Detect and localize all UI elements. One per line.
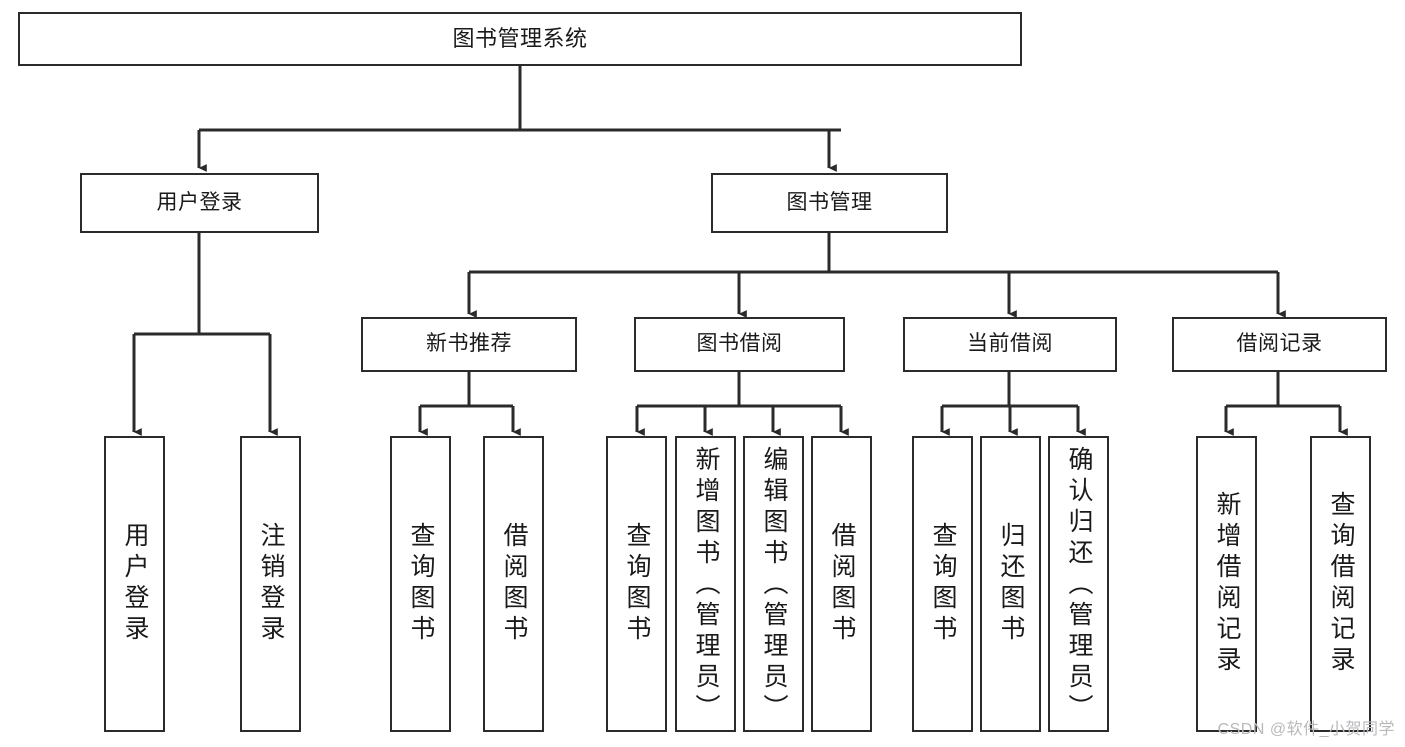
- leaf-query-book-2[interactable]: 查询图书: [606, 436, 667, 732]
- node-label: 查询图书: [929, 522, 957, 646]
- node-book-borrow[interactable]: 图书借阅: [634, 317, 845, 372]
- leaf-edit-book-admin[interactable]: 编辑图书（管理员）: [743, 436, 804, 732]
- csdn-watermark: CSDN @软件_小贺同学: [1217, 721, 1395, 738]
- node-label: 借阅记录: [1236, 332, 1323, 356]
- node-label: 查询借阅记录: [1327, 491, 1355, 677]
- leaf-query-book-1[interactable]: 查询图书: [390, 436, 451, 732]
- leaf-confirm-return-admin[interactable]: 确认归还（管理员）: [1048, 436, 1109, 732]
- node-label: 借阅图书: [828, 522, 856, 646]
- node-label: 查询图书: [623, 522, 651, 646]
- node-label: 用户登录: [121, 522, 149, 646]
- leaf-add-borrow-record[interactable]: 新增借阅记录: [1196, 436, 1257, 732]
- node-label: 图书管理系统: [452, 26, 588, 52]
- leaf-return-book[interactable]: 归还图书: [980, 436, 1041, 732]
- node-label: 编辑图书（管理员）: [760, 446, 788, 725]
- node-label: 用户登录: [156, 190, 243, 214]
- node-label: 当前借阅: [967, 332, 1053, 356]
- node-label: 归还图书: [997, 522, 1025, 646]
- node-label: 新增借阅记录: [1213, 491, 1241, 677]
- leaf-user-logout[interactable]: 注销登录: [240, 436, 301, 732]
- leaf-query-borrow-record[interactable]: 查询借阅记录: [1310, 436, 1371, 732]
- node-label: 借阅图书: [500, 522, 528, 646]
- leaf-borrow-book-1[interactable]: 借阅图书: [483, 436, 544, 732]
- leaf-borrow-book-2[interactable]: 借阅图书: [811, 436, 872, 732]
- node-borrow-record[interactable]: 借阅记录: [1172, 317, 1387, 372]
- node-label: 新书推荐: [426, 332, 512, 356]
- node-label: 确认归还（管理员）: [1065, 446, 1093, 725]
- leaf-add-book-admin[interactable]: 新增图书（管理员）: [675, 436, 736, 732]
- node-label: 新增图书（管理员）: [692, 446, 720, 725]
- node-root-system[interactable]: 图书管理系统: [18, 12, 1022, 66]
- node-current-borrow[interactable]: 当前借阅: [903, 317, 1117, 372]
- node-label: 查询图书: [407, 522, 435, 646]
- leaf-query-book-3[interactable]: 查询图书: [912, 436, 973, 732]
- node-label: 图书借阅: [696, 332, 783, 356]
- leaf-user-login[interactable]: 用户登录: [104, 436, 165, 732]
- node-user-login[interactable]: 用户登录: [80, 173, 319, 233]
- node-label: 图书管理: [786, 190, 873, 214]
- node-label: 注销登录: [257, 522, 285, 646]
- node-book-manage[interactable]: 图书管理: [711, 173, 948, 233]
- node-new-book-recommend[interactable]: 新书推荐: [361, 317, 577, 372]
